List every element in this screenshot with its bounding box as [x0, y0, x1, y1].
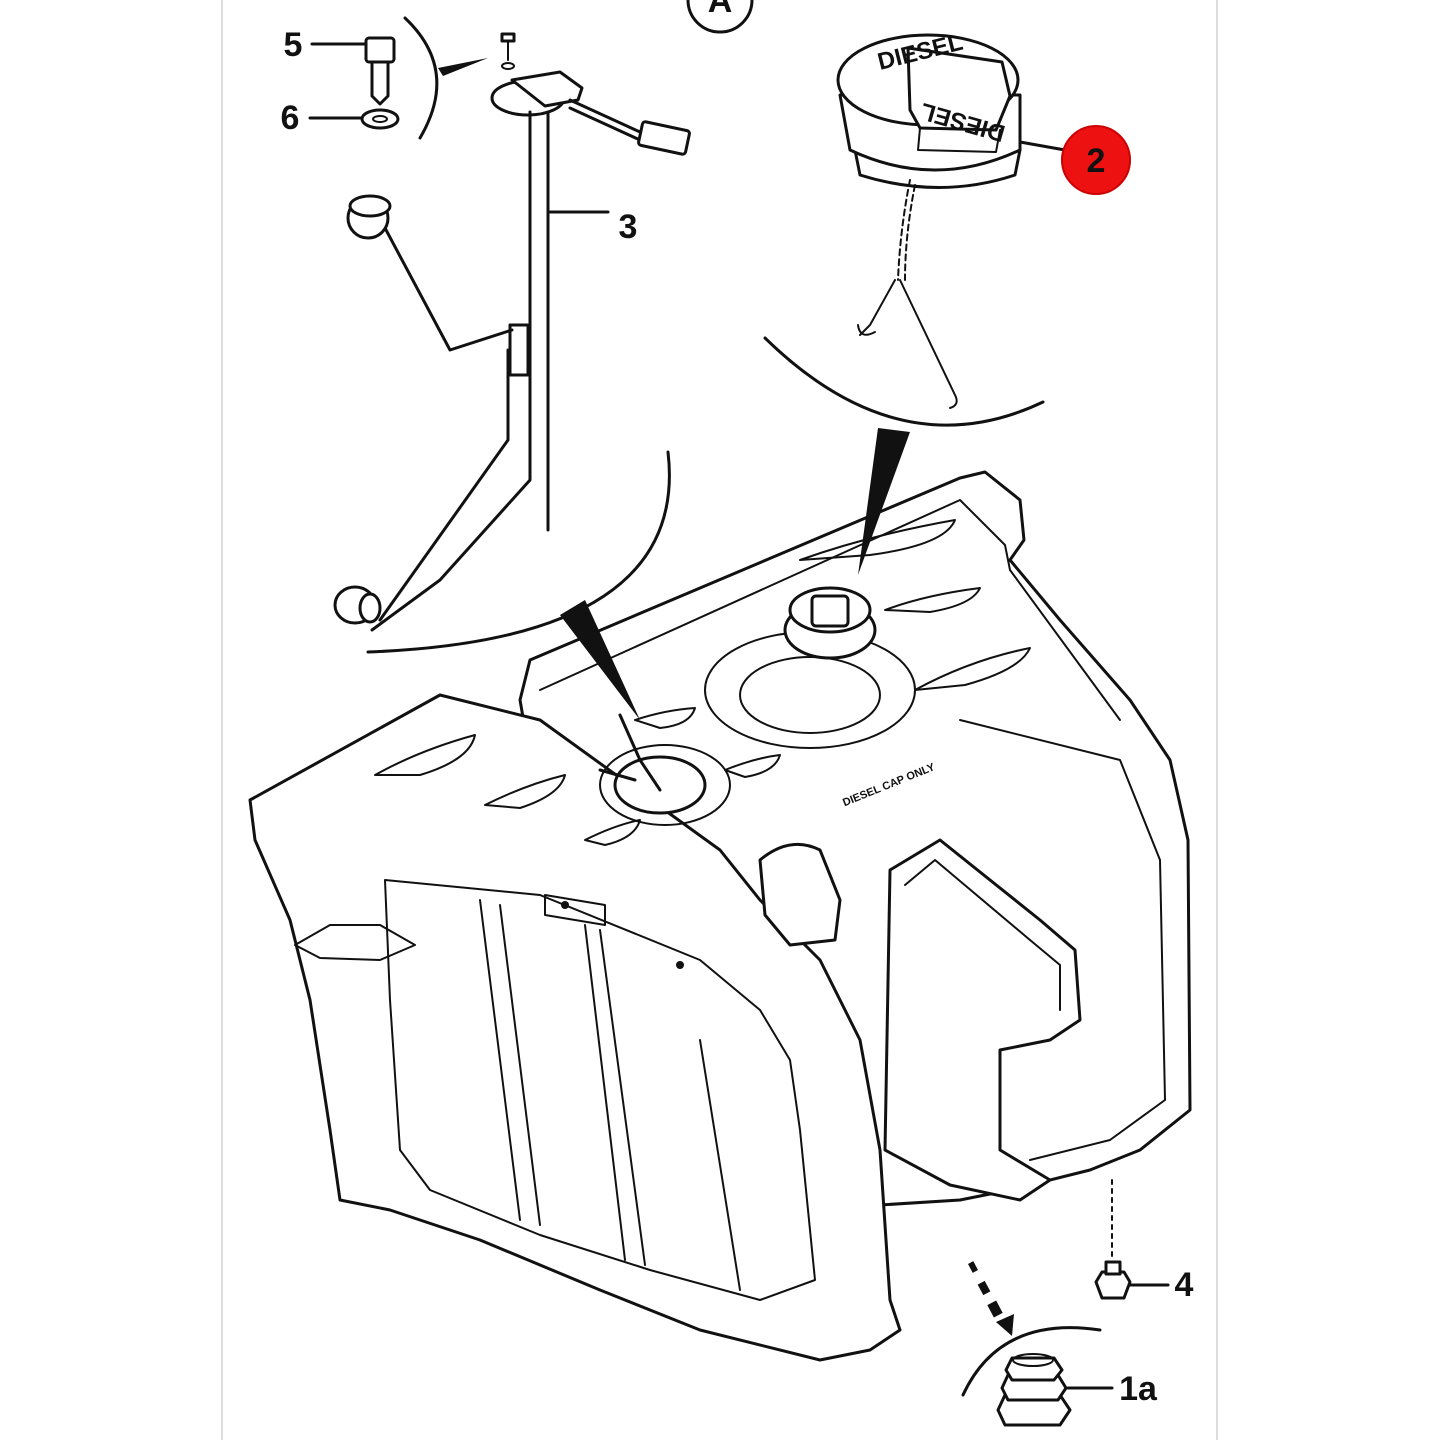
view-label-circle [686, 0, 754, 34]
part-washer [360, 108, 400, 130]
sender-connector [637, 120, 691, 156]
callout-4: 4 [1128, 1266, 1194, 1304]
sender-screw-head [500, 32, 516, 43]
drain-plug-face [1012, 1353, 1054, 1367]
tank-slot-7 [884, 587, 981, 613]
pointer-wedge-cap [858, 428, 910, 575]
callout-6-label: 6 [281, 99, 300, 137]
callout-4-label: 4 [1175, 1266, 1194, 1304]
cap-tether-hook-right [899, 279, 958, 409]
tank-slot-8 [914, 647, 1031, 691]
washer-outer [360, 108, 400, 130]
tank-step-inner-edge [904, 859, 1061, 1011]
tank-slot-6 [799, 519, 956, 561]
callout-2-leader [1018, 140, 1067, 152]
sender-fitting [510, 70, 584, 108]
pointer-dashes-drain-plug [968, 1261, 1014, 1336]
tank-slot-5 [724, 754, 781, 778]
sender-wire [568, 98, 642, 134]
cap-tether-hook-left [859, 279, 896, 336]
pointer-wedge-sender [560, 600, 640, 720]
tank-slot-2 [484, 774, 566, 809]
sender-tube-left [370, 110, 532, 632]
tank-mount-bracket [544, 894, 606, 926]
float-lower-end [358, 592, 382, 624]
callout-3-label: 3 [619, 208, 638, 246]
tank-side-scoop [294, 924, 416, 961]
part-fuel-sender [333, 32, 691, 632]
dash-tip [996, 1314, 1014, 1336]
front-panel-hole [676, 961, 684, 969]
callout-1a: 1a [1066, 1370, 1158, 1408]
drain-nut-stud [1104, 1260, 1122, 1276]
sender-pipe-installed [598, 768, 637, 782]
installed-cap-grip [810, 594, 850, 628]
filler-neck-ring [739, 656, 881, 734]
sender-well [599, 744, 731, 826]
installed-fuel-cap [783, 586, 877, 660]
tank-recess-outline [959, 719, 1166, 1161]
bolt-head [364, 36, 396, 64]
cap-tether-chain [897, 179, 911, 281]
tank-rib-4 [599, 929, 646, 1266]
tank-step-block [883, 838, 1082, 1202]
tank-top-edge [539, 499, 1121, 721]
view-label-a: A [686, 0, 754, 34]
callout-2-label: 2 [1087, 142, 1106, 180]
callout-2: 2 [1018, 125, 1131, 195]
callout-3: 3 [548, 208, 638, 246]
washer-hole [372, 115, 388, 123]
cap-grip-tab [906, 46, 1012, 132]
sender-screw-washer [501, 62, 515, 70]
fuel-tank: DIESEL CAP ONLY [248, 470, 1192, 1362]
cap-tether-loop [857, 324, 876, 336]
tank-slot-1 [374, 734, 476, 776]
callout-6: 6 [281, 99, 364, 137]
dash-1 [968, 1261, 978, 1273]
tank-slot-3 [584, 819, 641, 846]
callout-5: 5 [284, 26, 368, 64]
detail-arc-drain-plug [961, 1326, 1102, 1397]
sender-pivot-block [508, 323, 530, 377]
tank-rib-5 [699, 1039, 741, 1291]
tank-front-panel [384, 879, 816, 1301]
dash-2 [977, 1280, 991, 1296]
tank-rib-1 [479, 899, 521, 1221]
sender-tube-outer [378, 348, 510, 622]
pointer-wedge-fasteners [438, 58, 488, 76]
tank-rib-3 [584, 924, 626, 1261]
float-upper-top [348, 194, 392, 218]
part-bolt [364, 36, 396, 106]
detail-arc-fasteners [403, 16, 439, 140]
float-arm [383, 226, 514, 352]
tank-slot-4 [634, 707, 696, 729]
view-label-text: A [708, 0, 733, 20]
part-drain-nut [1094, 1179, 1132, 1300]
tank-rib-2 [499, 904, 541, 1226]
detail-arc-cap [763, 336, 1045, 427]
tank-front-body [248, 693, 902, 1362]
detail-arc-sender [366, 450, 671, 654]
drain-nut-body [1094, 1270, 1132, 1300]
detail-callout-arcs [366, 16, 1102, 1397]
cap-tether-chain-2 [904, 184, 916, 281]
callout-1a-label: 1a [1119, 1370, 1158, 1408]
tank-side-boss [758, 842, 842, 947]
part-fuel-cap: DIESEL DIESEL [836, 29, 1022, 409]
sender-wire-2 [568, 106, 642, 142]
float-lower [333, 585, 382, 625]
cap-grip-side [917, 127, 1001, 153]
bracket-bolt-hole [561, 901, 569, 909]
callout-2-highlight [1061, 125, 1131, 195]
sender-hose-installed [618, 713, 662, 792]
dash-3 [987, 1300, 1003, 1318]
bolt-shank [370, 60, 390, 106]
sender-flange-installed [613, 755, 707, 815]
callout-5-label: 5 [284, 26, 303, 64]
float-upper [346, 194, 392, 240]
part-drain-plug [996, 1353, 1072, 1427]
